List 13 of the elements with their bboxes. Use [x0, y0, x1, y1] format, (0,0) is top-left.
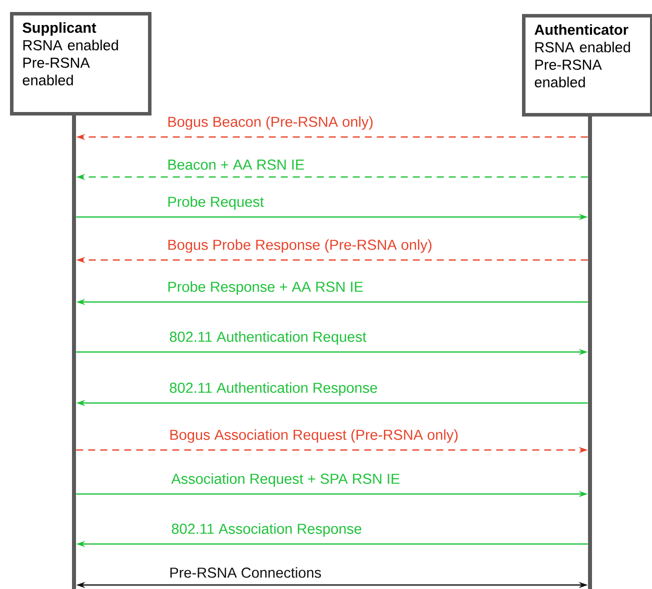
edge-label: Bogus Probe Response (Pre-RSNA only) [166, 238, 434, 254]
edge-label: Probe Response + AA RSN IE [166, 280, 364, 296]
edge-label: Bogus Beacon (Pre-RSNA only) [166, 115, 375, 131]
actor-box: Authenticator RSNA enabled Pre-RSNA enabled [522, 14, 652, 116]
edge-label: Bogus Association Request (Pre-RSNA only) [168, 428, 460, 444]
edge-label: 802.11 Association Response [170, 522, 363, 538]
edge-label: Beacon + AA RSN IE [166, 158, 306, 171]
edge-label: 802.11 Authentication Response [168, 381, 379, 397]
edge-label: 802.11 Authentication Request [168, 330, 368, 346]
actor-box: Supplicant RSNA enabled Pre-RSNA enabled [10, 12, 152, 116]
edge-label: Pre-RSNA Connections [168, 566, 323, 579]
edge-label: Probe Request [166, 195, 265, 211]
edge-label: Association Request + SPA RSN IE [170, 472, 402, 488]
